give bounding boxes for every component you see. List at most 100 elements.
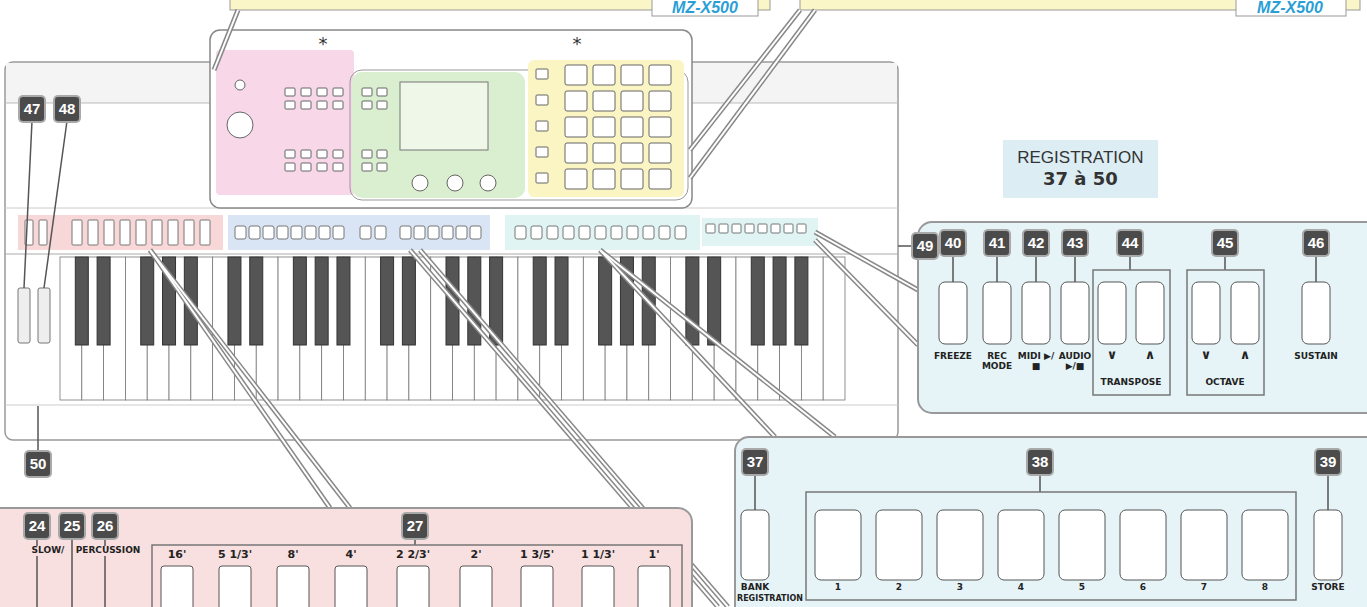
- panel-button: [301, 88, 311, 96]
- panel-button: [377, 88, 387, 96]
- callout-number: 48: [55, 97, 79, 121]
- keyboard-keys: [60, 257, 845, 400]
- panel-button: [593, 169, 615, 189]
- button-number: 6: [1140, 583, 1146, 593]
- keyboard-body: [5, 62, 898, 440]
- leader-line: [690, 10, 815, 178]
- front-button: [184, 220, 194, 245]
- leader-line: [690, 10, 800, 150]
- callout-number: 43: [1063, 231, 1087, 255]
- front-button: [758, 224, 767, 233]
- panel-button: [565, 91, 587, 111]
- callout-number: 27: [403, 514, 427, 538]
- front-button: [515, 226, 526, 239]
- leader-line: [815, 240, 918, 345]
- front-controls: [228, 215, 490, 250]
- panel-button: [317, 150, 327, 158]
- panel-button: [649, 91, 671, 111]
- panel-button: [301, 150, 311, 158]
- keyboard-keys: [533, 257, 546, 345]
- callout-number: 42: [1024, 231, 1048, 255]
- front-button: [249, 226, 260, 239]
- zoom-panel-drawbar: [414, 538, 416, 545]
- panel-button: [621, 169, 643, 189]
- panel-button: [621, 143, 643, 163]
- control-panel: [400, 82, 488, 150]
- panel-button: [317, 88, 327, 96]
- panel-button: [593, 65, 615, 85]
- keyboard-body: [5, 405, 898, 406]
- panel-button: [815, 510, 861, 580]
- footage-label: 4': [345, 549, 356, 561]
- front-button: [375, 226, 386, 239]
- panel-button: [362, 150, 372, 158]
- button-number: 8: [1262, 583, 1268, 593]
- front-button: [531, 226, 542, 239]
- callout-number: 26: [93, 514, 117, 538]
- panel-button: [621, 117, 643, 137]
- button-number: 7: [1201, 583, 1207, 593]
- button-label: SUSTAIN: [1294, 352, 1338, 362]
- button-label: STORE: [1311, 583, 1344, 593]
- panel-button: [1022, 282, 1050, 344]
- leader-line: [150, 250, 330, 508]
- panel-button: [536, 121, 548, 131]
- panel-button: [1314, 510, 1342, 580]
- control-panel: [447, 175, 463, 191]
- zoom-panel-drawbar: [37, 538, 682, 607]
- front-button: [400, 226, 411, 239]
- drawbar: [335, 566, 367, 607]
- panel-button: [593, 91, 615, 111]
- keyboard-keys: [228, 257, 241, 345]
- arrow-symbol: ∨: [1107, 348, 1118, 362]
- drawbar: [161, 566, 193, 607]
- keyboard-keys: [293, 257, 306, 345]
- panel-button: [1098, 282, 1126, 344]
- callout-number: 44: [1118, 231, 1142, 255]
- footage-label: 5 1/3': [218, 549, 252, 561]
- zoom-panel-right: [996, 255, 998, 282]
- panel-button: [285, 163, 295, 171]
- leader-line: [150, 250, 350, 508]
- model-name: MZ-X500: [672, 0, 738, 17]
- panel-button: [285, 150, 295, 158]
- button-label: AUDIO ▶/■: [1056, 352, 1094, 372]
- zoom-panel-right: [1035, 255, 1037, 282]
- front-button: [456, 226, 467, 239]
- zoom-panel-registration: [735, 437, 1367, 607]
- callout-line: [898, 245, 913, 247]
- front-button: [136, 220, 146, 245]
- callout-number: 49: [913, 234, 937, 258]
- front-button: [104, 220, 114, 245]
- pitch-wheel: [38, 288, 50, 343]
- front-button: [333, 226, 344, 239]
- zoom-panel-registration: [1039, 474, 1041, 492]
- panel-button: [983, 282, 1011, 344]
- pitch-wheel: [18, 288, 30, 343]
- front-button: [200, 220, 210, 245]
- callout-number: 37: [743, 450, 767, 474]
- front-button: [675, 226, 686, 239]
- front-button: [470, 226, 481, 239]
- asterisk: *: [573, 34, 582, 54]
- panel-button: [536, 95, 548, 105]
- panel-button: [1231, 282, 1259, 344]
- control-panel: [216, 50, 354, 195]
- callout-number: 25: [60, 514, 84, 538]
- footage-label: 1': [648, 549, 659, 561]
- keyboard-body: [5, 254, 898, 255]
- button-label: BANK: [741, 583, 769, 593]
- panel-button: [649, 143, 671, 163]
- front-button: [611, 226, 622, 239]
- leader-line: [214, 10, 238, 70]
- panel-button: [362, 88, 372, 96]
- zoom-panel-right: [918, 222, 1367, 413]
- front-button: [319, 226, 330, 239]
- panel-button: [377, 163, 387, 171]
- panel-button: [937, 510, 983, 580]
- zoom-panel-registration: [735, 437, 1367, 607]
- panel-button: [536, 69, 548, 79]
